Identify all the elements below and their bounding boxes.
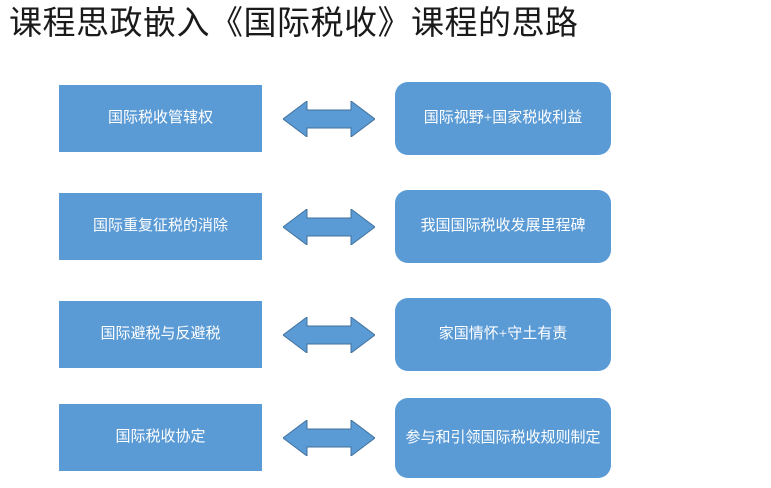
diagram-row: 国际重复征税的消除 我国国际税收发展里程碑	[0, 190, 771, 263]
page-title: 课程思政嵌入《国际税收》课程的思路	[9, 6, 579, 42]
right-ideology-box-1[interactable]: 国际视野+国家税收利益	[395, 82, 611, 155]
double-headed-arrow-icon-4	[283, 420, 375, 456]
double-headed-arrow-icon-2	[283, 209, 375, 245]
left-topic-box-1[interactable]: 国际税收管辖权	[59, 85, 262, 152]
left-topic-box-2[interactable]: 国际重复征税的消除	[59, 193, 262, 260]
left-topic-box-3[interactable]: 国际避税与反避税	[59, 301, 262, 368]
right-ideology-box-2[interactable]: 我国国际税收发展里程碑	[395, 190, 611, 263]
right-ideology-box-4[interactable]: 参与和引领国际税收规则制定	[395, 398, 611, 478]
double-headed-arrow-icon-1	[283, 101, 375, 137]
diagram-row: 国际税收协定 参与和引领国际税收规则制定	[0, 398, 771, 478]
left-topic-box-4[interactable]: 国际税收协定	[59, 404, 262, 471]
right-ideology-box-3[interactable]: 家国情怀+守土有责	[395, 298, 611, 371]
double-headed-arrow-icon-3	[283, 317, 375, 353]
diagram-row: 国际税收管辖权 国际视野+国家税收利益	[0, 82, 771, 155]
diagram-row: 国际避税与反避税 家国情怀+守土有责	[0, 298, 771, 371]
